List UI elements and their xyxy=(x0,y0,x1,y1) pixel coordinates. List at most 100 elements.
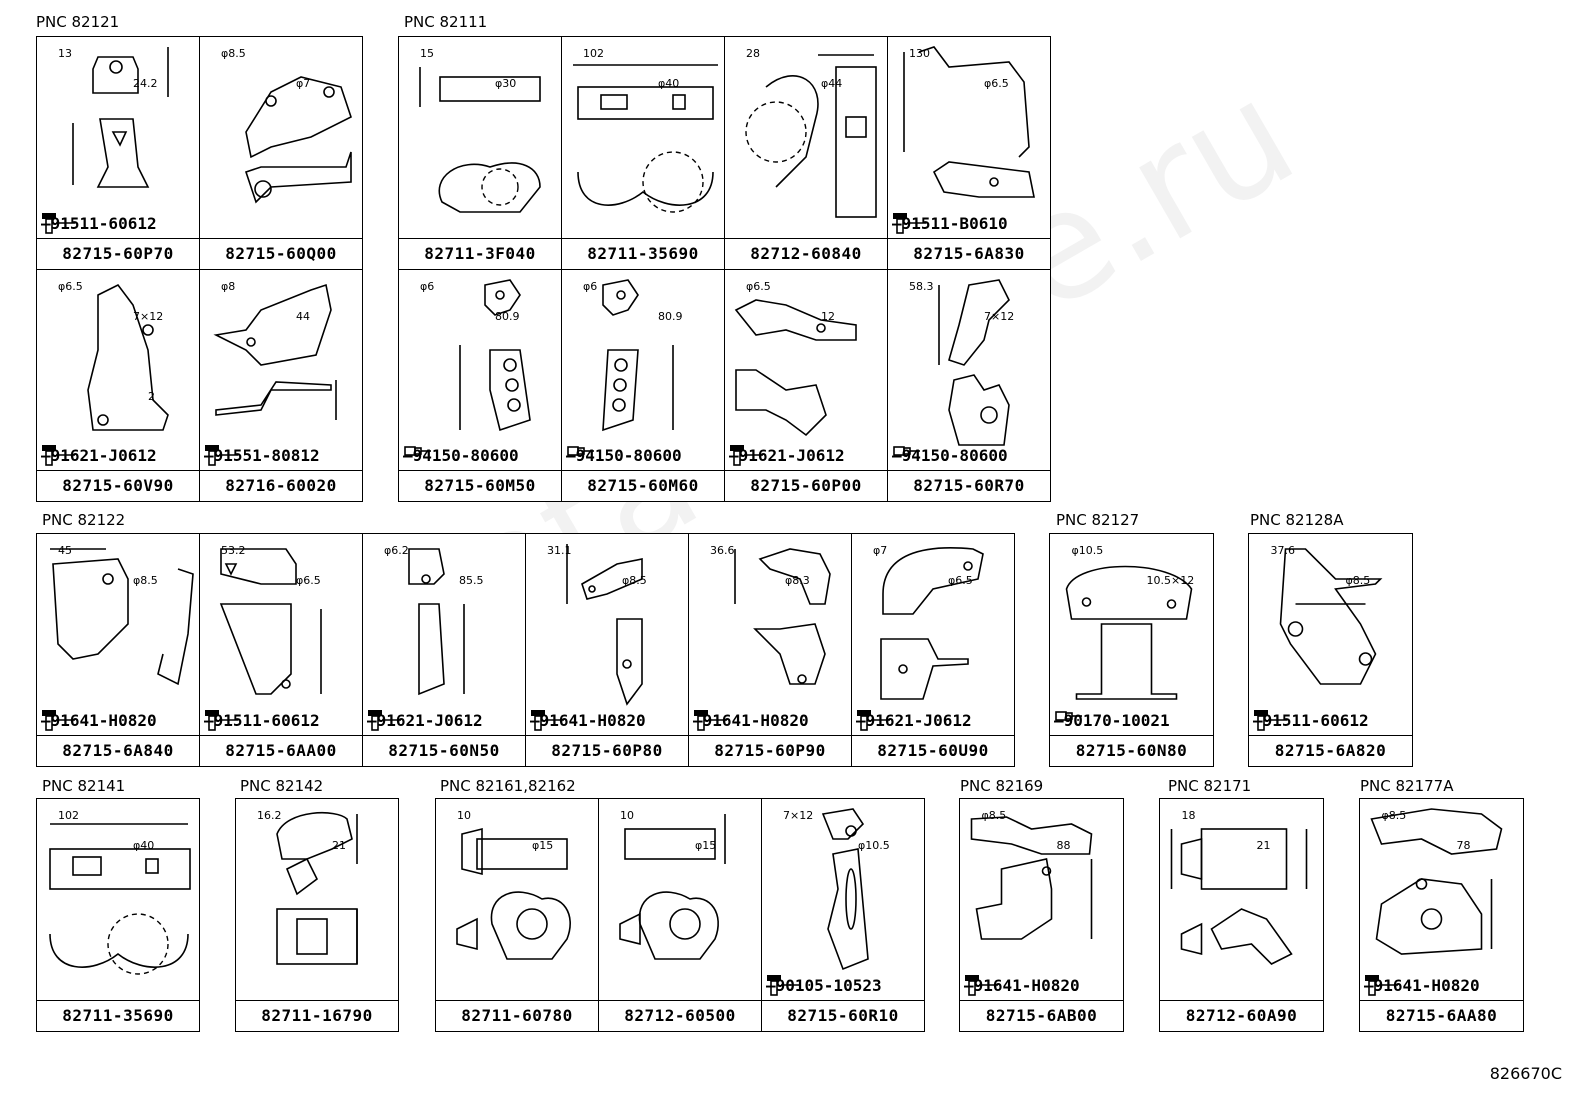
dimension-label: φ6.5 xyxy=(296,574,321,587)
fastener-part-number[interactable]: —91511-60612 xyxy=(1253,708,1412,732)
dimension-label: φ8.5 xyxy=(622,574,647,587)
part-number[interactable]: 82715-60M60 xyxy=(562,470,724,501)
dimension-label: 58.3 xyxy=(909,280,934,293)
part-number[interactable]: 82715-60Q00 xyxy=(200,238,362,269)
part-number[interactable]: 82711-16790 xyxy=(236,1000,398,1031)
fastener-part-number[interactable]: —91551-80812 xyxy=(204,443,362,467)
fastener-part-number[interactable]: —90170-10021 xyxy=(1054,708,1213,732)
fastener-part-number[interactable]: —91641-H0820 xyxy=(1364,973,1523,997)
part-illustration: φ8.578 xyxy=(1370,808,1503,955)
fastener-part-number[interactable]: —91621-J0612 xyxy=(856,708,1014,732)
fastener-part-number[interactable]: —91511-B0610 xyxy=(892,211,1050,235)
part-number[interactable]: 82715-6AA00 xyxy=(200,735,362,766)
part-number[interactable]: 82711-35690 xyxy=(562,238,724,269)
fastener-part-number[interactable]: —91621-J0612 xyxy=(729,443,887,467)
dimension-label: φ6.5 xyxy=(948,574,973,587)
fastener-part-number[interactable]: —94150-80600 xyxy=(892,443,1050,467)
dimension-label: 21 xyxy=(1257,839,1271,852)
part-number[interactable]: 82715-60V90 xyxy=(37,470,199,501)
fastener-part-number[interactable]: —91511-60612 xyxy=(204,708,362,732)
dimension-label: 7×12 xyxy=(783,809,813,822)
bolt-icon xyxy=(857,710,890,731)
fastener-part-number[interactable]: —91641-H0820 xyxy=(530,708,688,732)
part-illustration: φ6.512 xyxy=(734,280,857,437)
dimension-label: φ8.5 xyxy=(221,47,246,60)
dimension-label: 10.5×12 xyxy=(1147,574,1195,587)
part-number[interactable]: 82711-35690 xyxy=(37,1000,199,1031)
part-number[interactable]: 82716-60020 xyxy=(200,470,362,501)
part-number[interactable]: 82715-6A830 xyxy=(888,238,1050,269)
part-number[interactable]: 82711-60780 xyxy=(436,1000,598,1031)
part-number[interactable]: 82712-60840 xyxy=(725,238,887,269)
fastener-part-number[interactable]: —91641-H0820 xyxy=(964,973,1123,997)
part-number[interactable]: 82715-60P90 xyxy=(689,735,851,766)
bolt-icon xyxy=(730,445,763,466)
fastener-part-number[interactable]: —94150-80600 xyxy=(403,443,561,467)
part-number[interactable]: 82712-60A90 xyxy=(1160,1000,1323,1031)
part-illustration: 16.221 xyxy=(257,809,358,965)
dimension-label: φ6.2 xyxy=(384,544,409,557)
dimension-label: φ7 xyxy=(873,544,887,557)
part-number[interactable]: 82715-6A840 xyxy=(37,735,199,766)
fastener-part-number[interactable]: —91641-H0820 xyxy=(693,708,851,732)
part-number[interactable]: 82715-60R70 xyxy=(888,470,1050,501)
dimension-label: φ15 xyxy=(695,839,716,852)
dimension-label: 12 xyxy=(821,310,835,323)
part-illustration: φ7 φ6.5 xyxy=(873,544,984,700)
fastener-part-number[interactable]: —91621-J0612 xyxy=(367,708,525,732)
dimension-label: 15 xyxy=(420,47,434,60)
part-number[interactable]: 82715-6A820 xyxy=(1249,735,1412,766)
part-number[interactable]: 82711-3F040 xyxy=(399,238,561,269)
fastener-part-number[interactable]: —91641-H0820 xyxy=(41,708,199,732)
part-number[interactable]: 82715-60U90 xyxy=(852,735,1014,766)
part-number[interactable]: 82712-60500 xyxy=(599,1000,761,1031)
fastener-number-label: —91511-60612 xyxy=(204,710,320,730)
fastener-part-number[interactable]: —91511-60612 xyxy=(41,211,199,235)
part-number[interactable]: 82715-60P80 xyxy=(526,735,688,766)
fastener-part-number[interactable]: —94150-80600 xyxy=(566,443,724,467)
part-cell[interactable]: φ7 φ6.5 —91621-J0612 82715-60U90 xyxy=(851,533,1015,767)
part-number[interactable]: 82715-60P70 xyxy=(37,238,199,269)
part-number[interactable]: 82715-60R10 xyxy=(762,1000,924,1031)
dimension-label: 16.2 xyxy=(257,809,282,822)
part-number[interactable]: 82715-6AA80 xyxy=(1360,1000,1523,1031)
fastener-part-number[interactable]: —91621-J0612 xyxy=(41,443,199,467)
part-number[interactable]: 82715-6AB00 xyxy=(960,1000,1123,1031)
part-number[interactable]: 82715-60N80 xyxy=(1050,735,1213,766)
part-number[interactable]: 82715-60N50 xyxy=(363,735,525,766)
fastener-part-number[interactable]: —90105-10523 xyxy=(766,973,924,997)
nut-icon xyxy=(404,446,431,456)
part-number[interactable]: 82715-60M50 xyxy=(399,470,561,501)
nut-icon xyxy=(1055,711,1082,721)
bolt-icon xyxy=(1254,710,1287,731)
dimension-label: 45 xyxy=(58,544,72,557)
part-number[interactable]: 82715-60P00 xyxy=(725,470,887,501)
